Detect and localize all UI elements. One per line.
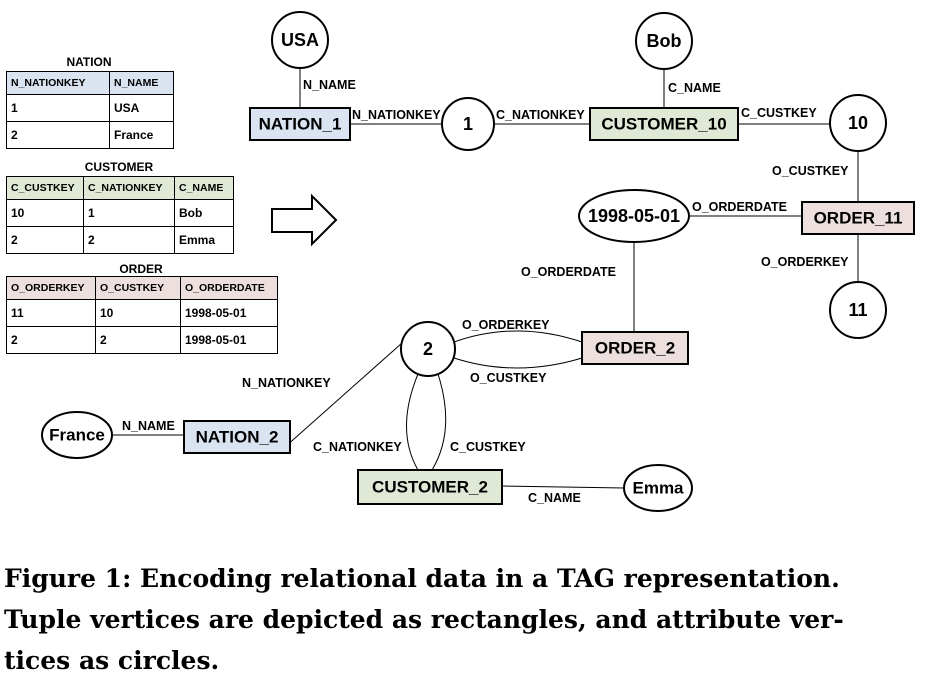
table-row: 2 2 Emma xyxy=(6,226,234,254)
edge-label: N_NATIONKEY xyxy=(242,376,331,390)
edge-label: C_NAME xyxy=(528,491,581,505)
attribute-vertex-bob xyxy=(635,12,693,70)
edge-label: O_ORDERKEY xyxy=(462,318,550,332)
table-header-row: N_NATIONKEY N_NAME xyxy=(6,71,174,95)
tuple-vertex-customer-10 xyxy=(589,107,739,141)
vertex-label: 1998-05-01 xyxy=(588,206,680,226)
table-cell: 10 xyxy=(6,199,84,227)
tuple-vertex-order-2 xyxy=(581,331,689,365)
customer-table-title: CUSTOMER xyxy=(84,160,154,174)
vertex-label: 11 xyxy=(848,300,867,320)
edge-2-order2-bottom xyxy=(453,357,583,369)
table-cell: 2 xyxy=(83,226,175,254)
column-header: O_ORDERKEY xyxy=(6,276,96,300)
tuple-vertex-order-11 xyxy=(801,201,915,235)
table-cell: 2 xyxy=(6,121,110,149)
vertex-label: NATION_2 xyxy=(196,428,279,447)
vertex-label: CUSTOMER_2 xyxy=(372,478,488,497)
nation-table-title: NATION xyxy=(66,55,112,69)
column-header: C_NAME xyxy=(174,176,234,200)
edge-label: N_NAME xyxy=(122,419,175,433)
caption-line: Tuple vertices are depicted as rectangle… xyxy=(4,605,844,634)
vertex-label: 10 xyxy=(848,113,868,133)
figure-caption: Figure 1: Encoding relational data in a … xyxy=(4,558,924,681)
edge-label: O_CUSTKEY xyxy=(772,164,849,178)
table-cell: 2 xyxy=(6,226,84,254)
edge-label: C_CUSTKEY xyxy=(450,440,526,454)
vertex-label: ORDER_2 xyxy=(595,339,675,358)
table-header-row: C_CUSTKEY C_NATIONKEY C_NAME xyxy=(6,176,234,200)
table-cell: 1998-05-01 xyxy=(180,326,278,354)
edge-label: O_ORDERDATE xyxy=(692,200,787,214)
table-row: 2 2 1998-05-01 xyxy=(6,326,278,354)
edge-label: C_NAME xyxy=(668,81,721,95)
right-arrow-icon xyxy=(271,193,338,247)
vertex-label: France xyxy=(49,426,105,445)
vertex-label: 1 xyxy=(463,114,473,134)
attribute-vertex-11 xyxy=(829,281,887,339)
column-header: C_NATIONKEY xyxy=(83,176,175,200)
order-table: O_ORDERKEY O_CUSTKEY O_ORDERDATE 11 10 1… xyxy=(6,276,278,354)
edge-label: O_ORDERDATE xyxy=(521,265,616,279)
vertex-label: CUSTOMER_10 xyxy=(601,115,726,134)
table-cell: 11 xyxy=(6,299,96,327)
edge-2-nation2 xyxy=(284,342,403,448)
customer-table: C_CUSTKEY C_NATIONKEY C_NAME 10 1 Bob 2 … xyxy=(6,176,234,254)
tuple-vertex-nation-2 xyxy=(183,420,291,454)
vertex-label: Emma xyxy=(632,479,684,498)
caption-line: tices as circles. xyxy=(4,646,220,675)
edge-2-customer2-right xyxy=(431,373,447,471)
attribute-vertex-date xyxy=(578,189,690,243)
table-cell: 1 xyxy=(83,199,175,227)
graph-edges xyxy=(112,62,859,489)
tag-graph: N_NAME N_NATIONKEY C_NATIONKEY C_NAME C_… xyxy=(41,11,915,512)
attribute-vertex-usa xyxy=(271,11,329,69)
table-cell: 2 xyxy=(95,326,181,354)
order-table-title: ORDER xyxy=(119,262,163,276)
table-cell: Emma xyxy=(174,226,234,254)
tuple-vertex-customer-2 xyxy=(357,469,503,505)
attribute-vertex-2 xyxy=(400,321,456,377)
table-row: 2 France xyxy=(6,121,174,149)
vertex-label: ORDER_11 xyxy=(814,209,903,228)
attribute-vertex-1 xyxy=(441,97,495,151)
table-cell: France xyxy=(109,121,174,149)
caption-line: Figure 1: Encoding relational data in a … xyxy=(4,564,840,593)
column-header: O_CUSTKEY xyxy=(95,276,181,300)
column-header: C_CUSTKEY xyxy=(6,176,84,200)
column-header: N_NATIONKEY xyxy=(6,71,110,95)
attribute-vertex-emma xyxy=(623,464,693,512)
edge-label: C_NATIONKEY xyxy=(496,108,585,122)
table-cell: USA xyxy=(109,94,174,122)
edge-label: O_ORDERKEY xyxy=(761,255,849,269)
vertex-label: NATION_1 xyxy=(259,115,342,134)
column-header: N_NAME xyxy=(109,71,174,95)
attribute-vertex-france xyxy=(41,411,113,459)
tuple-vertex-nation-1 xyxy=(249,107,351,141)
table-cell: 2 xyxy=(6,326,96,354)
edge-label: O_CUSTKEY xyxy=(470,371,547,385)
edge-label: N_NAME xyxy=(303,78,356,92)
edge-label: C_NATIONKEY xyxy=(313,440,402,454)
table-header-row: O_ORDERKEY O_CUSTKEY O_ORDERDATE xyxy=(6,276,278,300)
table-row: 1 USA xyxy=(6,94,174,122)
column-header: O_ORDERDATE xyxy=(180,276,278,300)
attribute-vertex-10 xyxy=(829,94,887,152)
vertex-label: USA xyxy=(281,30,319,50)
edge-2-customer2-left xyxy=(406,373,419,471)
edge-label: N_NATIONKEY xyxy=(352,108,441,122)
edge-2-order2-top xyxy=(453,330,583,343)
vertex-label: 2 xyxy=(423,339,433,359)
vertex-label: Bob xyxy=(647,31,682,51)
edge-customer2-emma xyxy=(501,485,625,489)
nation-table: N_NATIONKEY N_NAME 1 USA 2 France xyxy=(6,71,174,149)
edge-label: C_CUSTKEY xyxy=(741,106,817,120)
